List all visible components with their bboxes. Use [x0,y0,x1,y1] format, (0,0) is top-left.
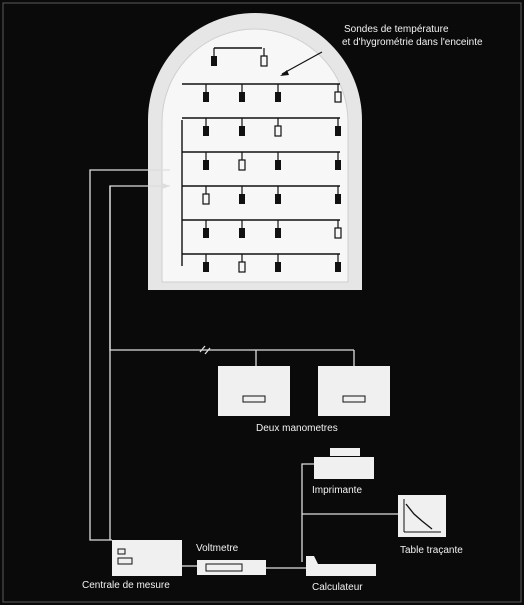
sensor-shelves [182,47,342,273]
wire-arrowhead-in [162,183,170,189]
wire-break-mark [199,345,211,355]
voltmeter-display [205,563,243,572]
measurement-central-label: Centrale de mesure [82,580,170,591]
temperature-probe [275,92,281,102]
plotter [398,495,446,537]
temperature-probe [275,228,281,238]
voltmeter [197,560,266,575]
probes-label-line1: Sondes de température [344,24,449,35]
temperature-probe [203,160,209,170]
temperature-probe [239,228,245,238]
voltmeter-label: Voltmetre [196,543,239,554]
calculator [306,556,376,576]
temperature-probe [335,126,341,136]
manometer-1 [218,366,290,416]
temperature-probe [335,194,341,204]
temperature-probe [203,126,209,136]
temperature-probe [275,194,281,204]
wire-calculateur-to-printer [301,463,314,562]
hygrometry-probe [202,193,210,205]
hygrometry-probe [274,125,282,137]
manometer-1-display [242,395,266,403]
wire-chamber-to-centrale [89,169,170,541]
temperature-probe [203,262,209,272]
chamber-inner-wall [161,28,349,283]
temperature-probe [203,92,209,102]
printer-label: Imprimante [312,485,363,496]
manometer-2-display [342,395,366,403]
label-pointer-line [281,51,323,75]
plotter-curve [405,503,433,530]
hygrometry-probe [238,159,246,171]
printer [314,448,374,479]
temperature-probe [239,126,245,136]
climate-chamber [148,13,362,290]
calculator-label: Calculateur [312,582,363,593]
temperature-probe [335,262,341,272]
wiring [89,169,398,569]
plotter-label: Table traçante [400,545,463,556]
temperature-probe [275,262,281,272]
manometers-label: Deux manometres [256,423,338,434]
temperature-probe [211,56,217,66]
temperature-probe [239,194,245,204]
hygrometry-probe [238,261,246,273]
probes-label-line2: et d'hygrométrie dans l'enceinte [342,37,483,48]
temperature-probe [239,92,245,102]
hygrometry-probe [334,227,342,239]
hygrometry-probe [334,91,342,103]
temperature-probe [335,160,341,170]
label-pointer-arrowhead [280,70,289,76]
temperature-probe [275,160,281,170]
temperature-probe [203,228,209,238]
wire-chamber-to-manometers [109,186,354,351]
manometer-2 [318,366,390,416]
hygrometry-probe [260,55,268,67]
measurement-central [112,540,182,576]
